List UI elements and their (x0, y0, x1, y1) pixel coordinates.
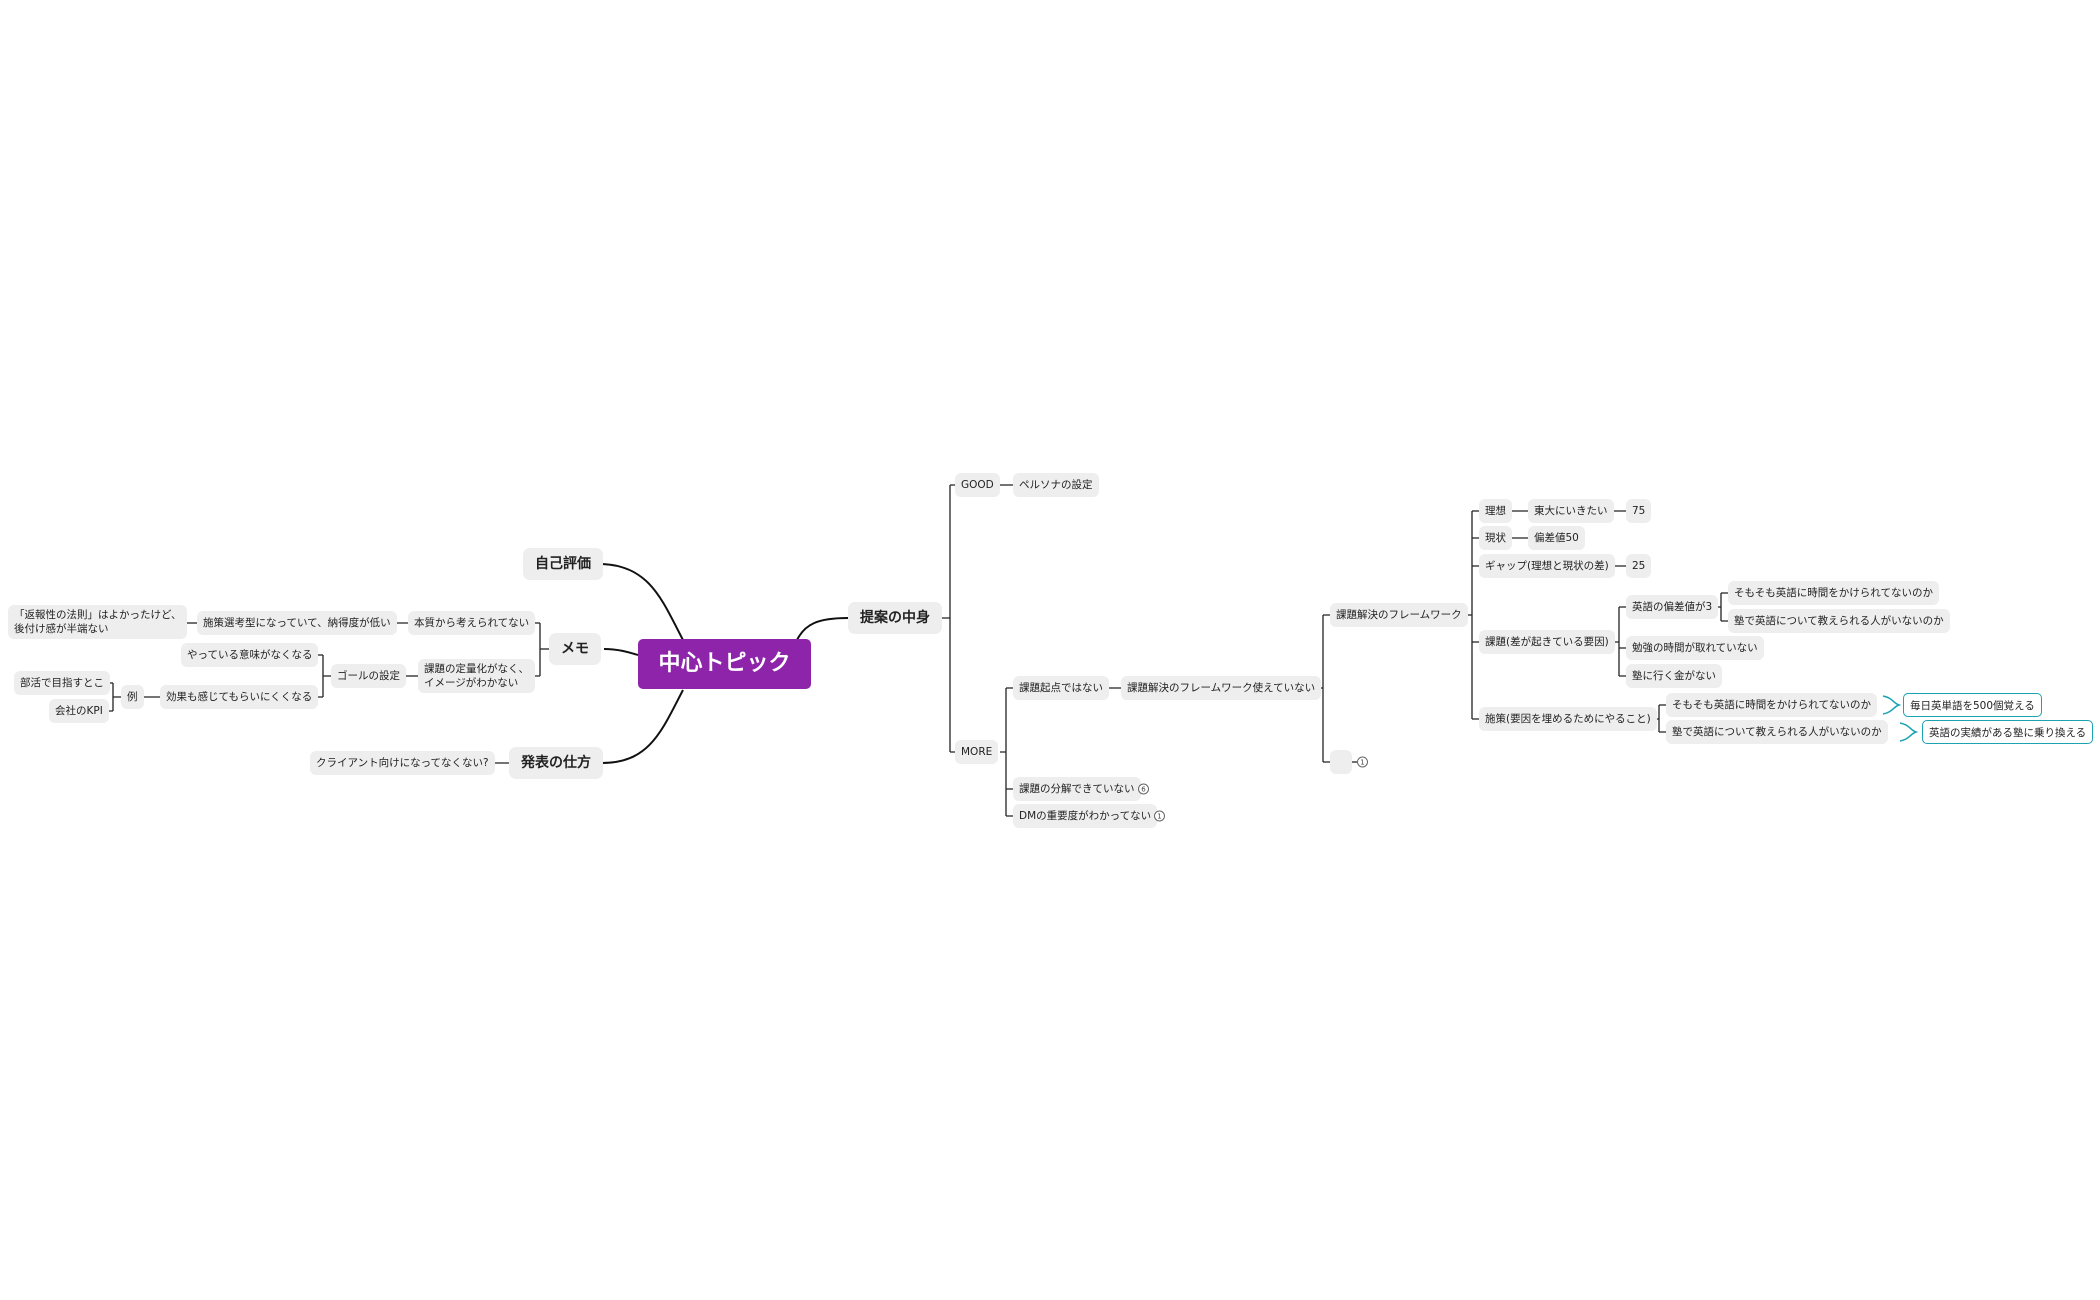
measure-time-english[interactable]: そもそも英語に時間をかけられてないのか (1666, 693, 1877, 717)
note-switch-school[interactable]: 英語の実績がある塾に乗り換える (1922, 720, 2094, 744)
more-no-decomposition[interactable]: 課題の分解できていない (1013, 777, 1141, 801)
branch-presentation[interactable]: 発表の仕方 (509, 747, 603, 779)
bracket-proposal (940, 484, 955, 753)
memo-example[interactable]: 例 (121, 685, 144, 709)
note-link-500-words (1882, 695, 1902, 715)
framework-ideal[interactable]: 理想 (1479, 499, 1512, 523)
ideal-todai[interactable]: 東大にいきたい (1528, 499, 1614, 523)
note-link-switch-school (1899, 722, 1919, 742)
cause-no-time-english[interactable]: そもそも英語に時間をかけられてないのか (1728, 581, 1939, 605)
presentation-client-note[interactable]: クライアント向けになってなくない? (310, 751, 495, 775)
cause-no-money[interactable]: 塾に行く金がない (1626, 664, 1722, 688)
proposal-more[interactable]: MORE (955, 740, 999, 764)
more-framework-unused[interactable]: 課題解決のフレームワーク使えていない (1121, 676, 1322, 700)
central-topic[interactable]: 中心トピック (638, 639, 811, 689)
branch-memo[interactable]: メモ (549, 633, 601, 665)
memo-meaning-lost[interactable]: やっている意味がなくなる (181, 643, 319, 667)
branch-proposal-content[interactable]: 提案の中身 (848, 602, 942, 634)
more-not-issue-origin[interactable]: 課題起点ではない (1013, 676, 1109, 700)
cause-no-study-time[interactable]: 勉強の時間が取れていない (1626, 636, 1764, 660)
framework-gap[interactable]: ギャップ(理想と現状の差) (1479, 554, 1615, 578)
cause-no-teacher[interactable]: 塾で英語について教えられる人がいないのか (1728, 609, 1950, 633)
cause-english-3[interactable]: 英語の偏差値が3 (1626, 595, 1719, 619)
memo-company-kpi[interactable]: 会社のKPI (49, 699, 109, 723)
more-dm-priority[interactable]: DMの重要度がわかってない (1013, 804, 1158, 828)
current-hensachi-50[interactable]: 偏差値50 (1528, 526, 1585, 550)
framework-cause[interactable]: 課題(差が起きている要因) (1479, 630, 1615, 654)
memo-goal-setting[interactable]: ゴールの設定 (331, 664, 406, 688)
bracket-goal (317, 654, 331, 698)
branch-self-evaluation[interactable]: 自己評価 (523, 548, 603, 580)
framework-current[interactable]: 現状 (1479, 526, 1512, 550)
ideal-score-75[interactable]: 75 (1626, 499, 1652, 523)
framework-title[interactable]: 課題解決のフレームワーク (1330, 603, 1468, 627)
link-center-proposal (796, 617, 849, 641)
memo-no-quantification[interactable]: 課題の定量化がなく、 イメージがわかない (418, 659, 535, 693)
memo-measure-selection[interactable]: 施策選考型になっていて、納得度が低い (197, 611, 397, 635)
proposal-good[interactable]: GOOD (955, 473, 1000, 497)
measure-teacher[interactable]: 塾で英語について教えられる人がいないのか (1666, 720, 1888, 744)
note-500-words[interactable]: 毎日英単語を500個覚える (1903, 693, 2042, 717)
gap-score-25[interactable]: 25 (1626, 554, 1652, 578)
memo-effect-hard[interactable]: 効果も感じてもらいにくくなる (160, 685, 319, 709)
good-persona[interactable]: ペルソナの設定 (1013, 473, 1099, 497)
collapse-toggle-blank[interactable]: 1 (1357, 756, 1368, 768)
memo-club-goal[interactable]: 部活で目指すとこ (14, 671, 110, 695)
link-center-presentation (601, 689, 684, 764)
link-center-self-eval (601, 563, 684, 641)
framework-measures[interactable]: 施策(要因を埋めるためにやること) (1479, 707, 1657, 731)
collapse-toggle-dm[interactable]: 1 (1154, 810, 1165, 822)
blank-topic[interactable] (1330, 750, 1352, 774)
memo-reciprocity[interactable]: 「返報性の法則」はよかったけど、 後付け感が半端ない (8, 605, 188, 639)
bracket-more (1000, 687, 1013, 817)
collapse-toggle-decompose[interactable]: 6 (1138, 783, 1149, 795)
link-center-memo (603, 648, 639, 656)
bracket-example (106, 682, 121, 712)
memo-essence[interactable]: 本質から考えられてない (408, 611, 536, 635)
